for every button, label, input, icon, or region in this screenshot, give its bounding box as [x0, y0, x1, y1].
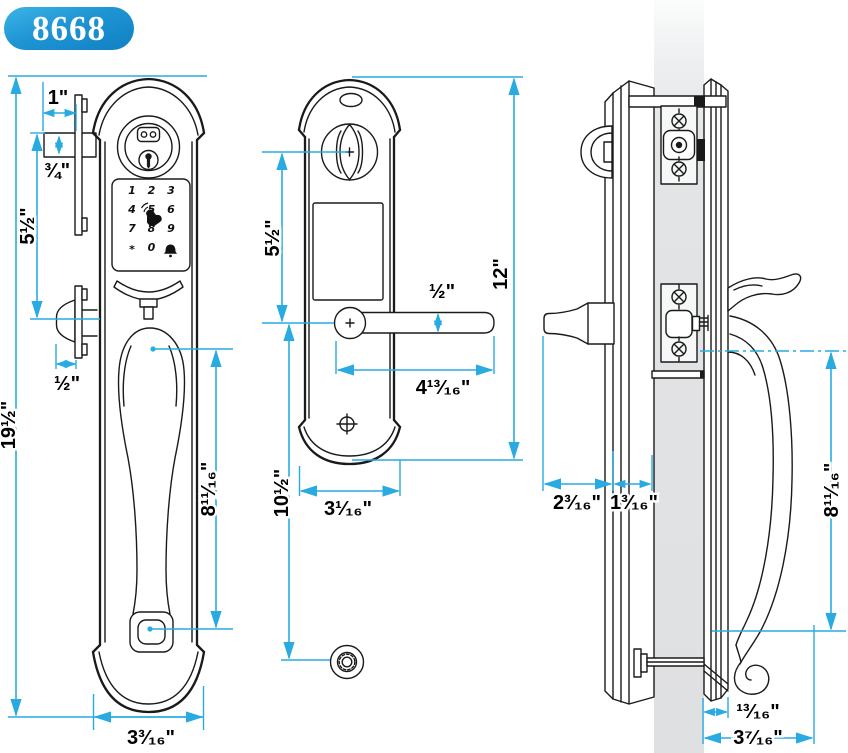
side-dimensions: 2³⁄₁₆" 1³⁄₁₆" 8¹¹⁄₁₆" ¹³⁄₁₆" 3⁷⁄₁₆"	[542, 336, 846, 752]
lever-handle[interactable]	[333, 306, 495, 340]
pull-handle-side	[727, 315, 793, 695]
keypad-key[interactable]: 0	[148, 241, 156, 254]
handle-foot	[129, 611, 174, 653]
dim-grip-height-label: 8¹¹⁄₁₆"	[821, 463, 843, 518]
latch-mechanism	[651, 283, 709, 379]
dim-lever-length-label: 4¹³⁄₁₆"	[416, 377, 471, 399]
touch-icon	[140, 202, 162, 227]
handle-curl-join	[735, 644, 742, 663]
keypad: 1 2 3 4 5 6 7 8 9 * 0	[111, 178, 191, 272]
deadbolt-mechanism	[660, 105, 705, 185]
side-interior-plate	[703, 78, 729, 702]
brand-logo-icon	[136, 126, 161, 143]
dim-lever-to-cylinder-label: 10½"	[271, 469, 293, 517]
keypad-key[interactable]: 8	[148, 222, 156, 235]
dim-interior-plate-width-label: 3¹⁄₁₆"	[324, 498, 372, 520]
cylinder-housing-side	[43, 94, 98, 359]
keypad-key[interactable]: 4	[127, 203, 136, 216]
keyhole-icon	[138, 149, 159, 171]
dim-thumbturn-to-lever-label: 5½"	[262, 219, 284, 256]
dim-overall-height-label: 19½"	[0, 401, 20, 449]
dim-cylinder-to-thumbturn-label: 5½"	[17, 207, 39, 244]
side-view	[543, 0, 802, 753]
cylinder-bottom-view	[329, 644, 365, 680]
through-bolt-bar	[651, 370, 705, 379]
interior-dimensions: 5½" 10½" ½" 4¹³⁄₁₆" 12" 3¹⁄₁₆"	[260, 76, 523, 661]
dim-plate-width-label: 3³⁄₁₆"	[127, 727, 175, 749]
bell-icon[interactable]	[164, 244, 177, 258]
exterior-view: 1 2 3 4 5 6 7 8 9 * 0	[43, 77, 206, 714]
battery-cover	[312, 202, 384, 301]
dim-lever-projection-label: 2³⁄₁₆"	[553, 492, 601, 514]
pull-handle[interactable]	[117, 327, 186, 653]
keypad-key[interactable]: 6	[167, 203, 175, 216]
bottom-through-bolt	[633, 648, 705, 678]
dim-foot-projection-label: ¹³⁄₁₆"	[736, 701, 780, 723]
screw-icon	[671, 336, 687, 362]
exterior-plate	[91, 77, 206, 714]
cylinder-knob-side	[580, 125, 613, 179]
dim-grip-length-label: 8¹¹⁄₁₆"	[198, 462, 220, 517]
mounting-screw-mark	[336, 413, 358, 435]
screw-icon	[671, 284, 687, 310]
model-number: 8668	[32, 9, 106, 48]
deadbolt-bolt	[697, 139, 705, 161]
thumbturn-housing-side	[55, 299, 76, 343]
dim-overall-projection-label: 3⁷⁄₁₆"	[733, 727, 783, 749]
keypad-key[interactable]: 5	[148, 203, 156, 216]
keypad-key[interactable]: 2	[148, 184, 156, 197]
dim-cylinder-height-label: ¾"	[44, 160, 70, 182]
lever-side-profile	[543, 302, 615, 345]
side-exterior-plate	[604, 80, 655, 705]
screw-icon	[671, 156, 687, 182]
keypad-key[interactable]: 3	[167, 184, 175, 197]
dim-trim-projection-label: 1³⁄₁₆"	[610, 492, 658, 514]
keypad-key[interactable]: *	[129, 243, 135, 256]
thumb-latch[interactable]	[113, 280, 184, 320]
key-cylinder	[116, 115, 181, 179]
model-number-badge: 8668	[4, 7, 134, 50]
top-oval-detail	[339, 92, 363, 108]
keypad-key[interactable]: 7	[128, 222, 136, 235]
keypad-key[interactable]: 1	[128, 184, 136, 197]
keypad-key[interactable]: 9	[167, 222, 175, 235]
thumb-latch-side	[727, 273, 802, 312]
dim-cylinder-width-label: 1"	[48, 87, 69, 109]
dim-lever-thickness-label: ½"	[429, 281, 455, 303]
handle-curl	[733, 661, 770, 695]
exterior-dimensions: 19½" 1" ¾" 5½" ½" 8¹¹⁄₁₆" 3³⁄₁₆"	[0, 75, 233, 752]
dim-plate-height-label: 12"	[490, 258, 512, 290]
dim-thumbturn-projection-label: ½"	[54, 373, 80, 395]
